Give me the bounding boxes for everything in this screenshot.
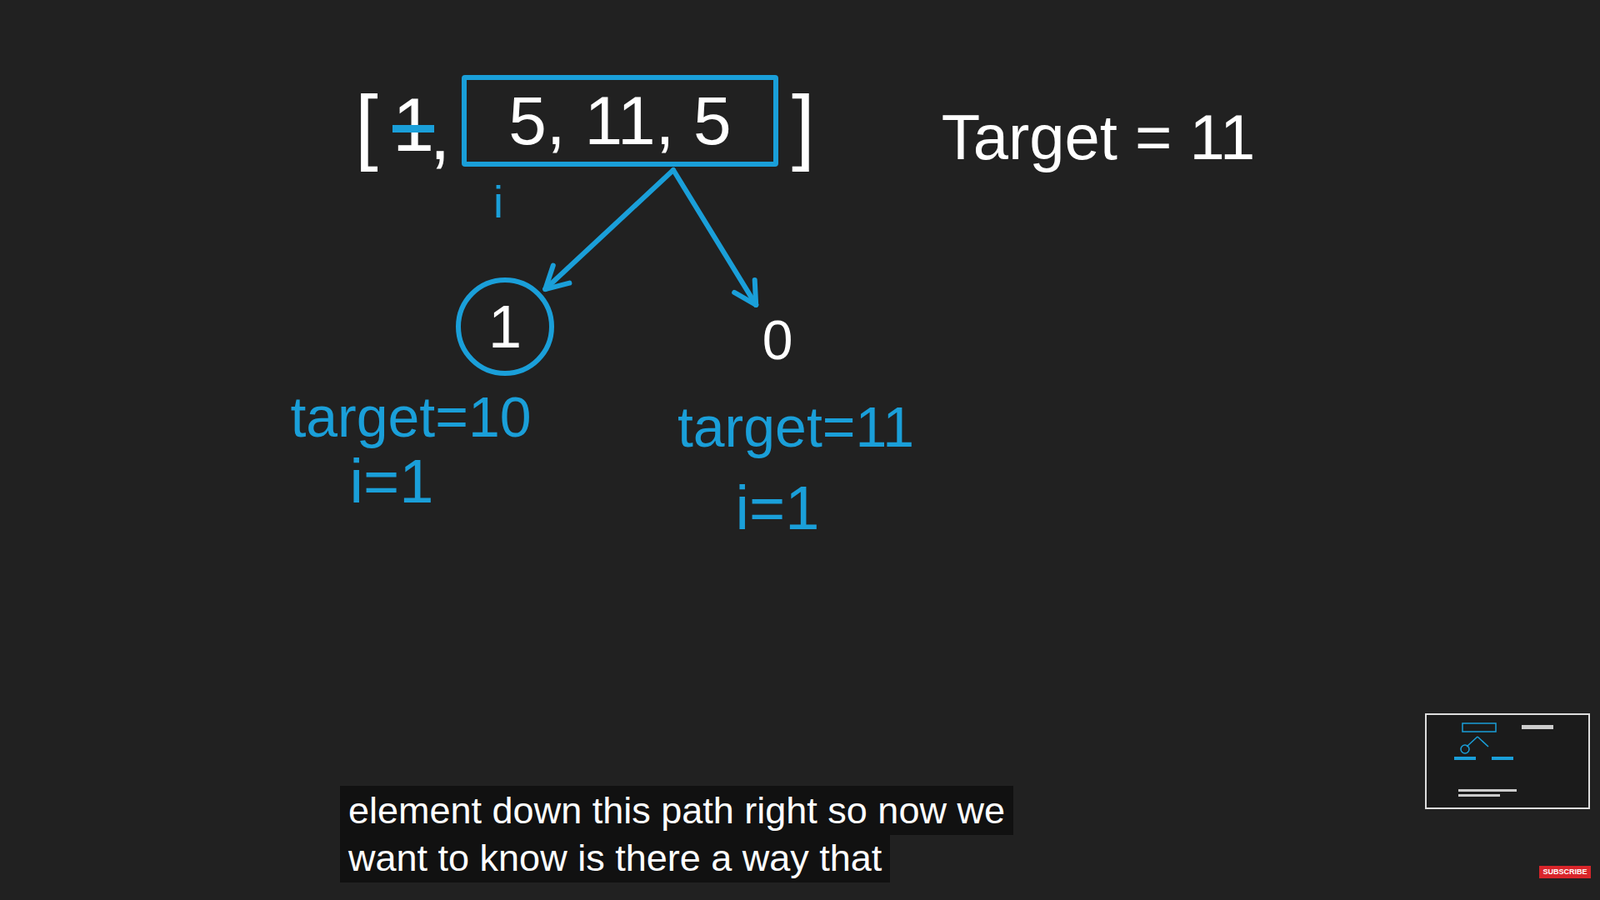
index-note: i=1 xyxy=(350,450,435,513)
target-heading: Target = 11 xyxy=(941,105,1256,170)
node-text: 0 xyxy=(762,312,794,368)
bracket: [ xyxy=(355,83,379,167)
target-note: target=11 xyxy=(677,398,915,455)
subtitle: element down this path right so now we w… xyxy=(340,786,1057,882)
subscribe-badge: SUBSCRIBE xyxy=(1539,865,1590,879)
bracket: ] xyxy=(791,83,815,167)
branch-arrow xyxy=(673,170,756,305)
node-text: 1 xyxy=(488,296,522,357)
include-choice: 1 xyxy=(455,276,555,377)
target-note: target=10 xyxy=(290,388,531,445)
exclude-choice: 0 xyxy=(755,309,800,371)
branch-arrow xyxy=(545,170,674,290)
crossed-element: 1 xyxy=(392,87,435,163)
subarray-box: 5, 11, 5 xyxy=(461,75,778,167)
node-text: 5, 11, 5 xyxy=(508,86,731,155)
comma: , xyxy=(429,95,450,171)
subtitle-text: element down this path right so now we w… xyxy=(340,785,1014,883)
video-thumbnail xyxy=(1425,714,1590,809)
index-pointer: i xyxy=(493,179,504,225)
index-note: i=1 xyxy=(735,477,820,540)
